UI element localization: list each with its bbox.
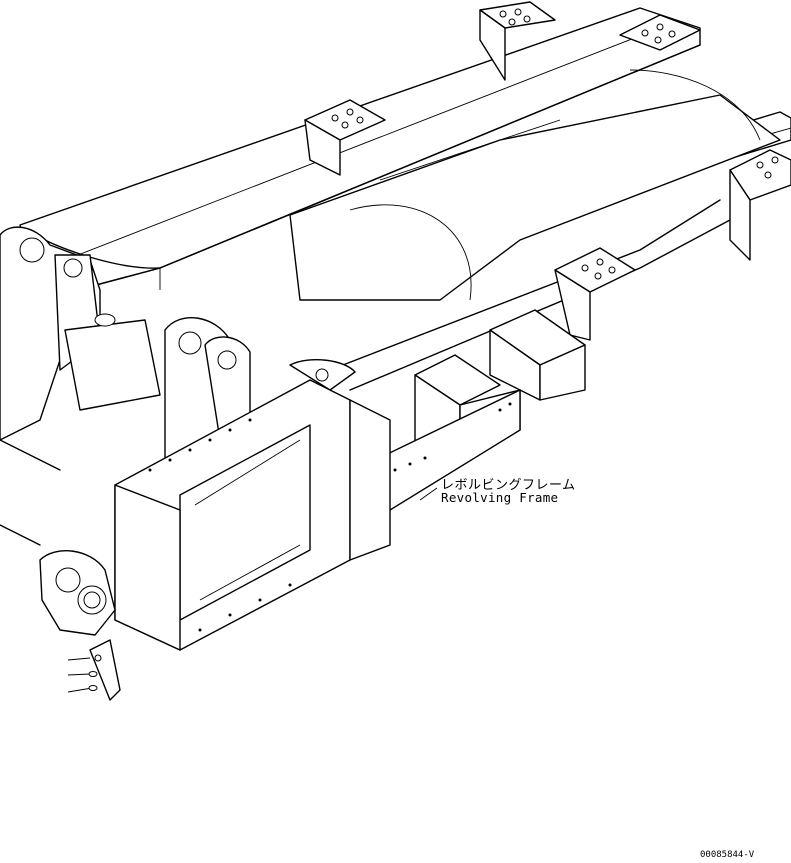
middle-mount-pad	[554, 247, 636, 341]
top-mount-pad-2	[304, 99, 386, 176]
callout-leader-line	[419, 487, 438, 501]
lower-boom-foot	[0, 439, 116, 636]
front-cross-frame	[114, 379, 391, 651]
small-bracket-with-bolts	[67, 639, 121, 701]
callout-label-japanese: レボルビングフレーム	[441, 478, 576, 493]
top-mount-pad-1	[479, 1, 556, 81]
boom-foot-bracket-rear	[0, 226, 161, 441]
callout-label-english: Revolving Frame	[441, 490, 559, 505]
top-mount-pad-3	[619, 14, 701, 51]
center-deck	[289, 69, 781, 301]
right-mount-pad	[729, 149, 791, 261]
drawing-number: 00085844-V	[700, 850, 755, 860]
support-block-1	[489, 309, 586, 401]
